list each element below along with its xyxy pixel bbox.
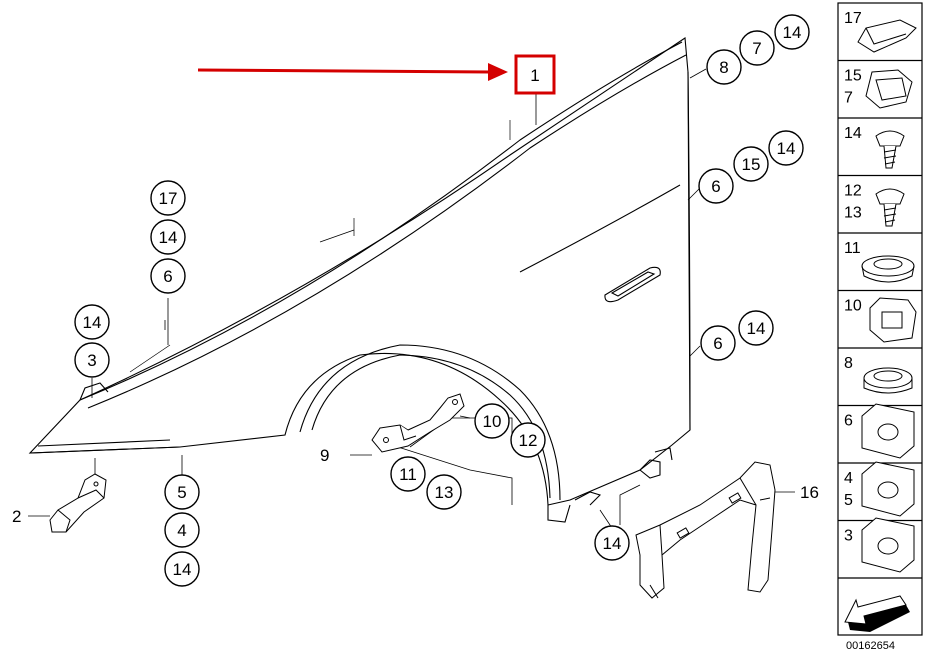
sidebar-cell-14[interactable]: 14: [838, 125, 922, 177]
svg-text:5: 5: [177, 483, 186, 502]
sidebar-cell-3[interactable]: 3: [838, 517, 922, 579]
sidebar-cell-11[interactable]: 11: [838, 240, 922, 292]
highlight-box-part-1[interactable]: 1: [514, 54, 556, 95]
front-fender-panel: [28, 37, 691, 523]
diagram-reference-number: 00162654: [846, 640, 895, 652]
callout-17[interactable]: 17: [150, 180, 186, 216]
sidebar-part-icon: [875, 130, 905, 169]
svg-text:14: 14: [83, 313, 102, 332]
sidebar-part-number: 4: [844, 470, 853, 487]
callout-8[interactable]: 8: [706, 49, 742, 85]
callout-4[interactable]: 4: [164, 512, 200, 548]
svg-text:6: 6: [713, 334, 722, 353]
callout-11[interactable]: 11: [390, 456, 426, 492]
callout-15[interactable]: 15: [733, 146, 769, 182]
svg-text:11: 11: [399, 465, 417, 484]
svg-text:14: 14: [173, 560, 192, 579]
callout-14-upper[interactable]: 14: [768, 130, 804, 166]
callout-7[interactable]: 7: [739, 30, 775, 66]
sidebar-part-icon: [875, 188, 905, 227]
highlight-arrow: [197, 63, 508, 81]
sidebar-part-icon: [869, 297, 917, 343]
callout-14-top[interactable]: 14: [774, 14, 810, 50]
svg-text:14: 14: [783, 23, 802, 42]
sidebar-part-number: 7: [844, 90, 853, 107]
sidebar-part-number: 6: [844, 413, 853, 430]
svg-text:15: 15: [742, 155, 761, 174]
sidebar-part-number: 13: [844, 205, 862, 222]
svg-text:4: 4: [177, 521, 186, 540]
callout-12[interactable]: 12: [510, 422, 546, 458]
svg-text:6: 6: [163, 267, 172, 286]
part-2-holder: [49, 473, 107, 533]
sidebar-part-number: 8: [844, 355, 853, 372]
svg-text:13: 13: [435, 483, 454, 502]
sidebar-part-number: 15: [844, 68, 862, 85]
callout-14-left-stack[interactable]: 14: [150, 219, 186, 255]
svg-text:10: 10: [483, 412, 502, 431]
sidebar-part-icon: [861, 255, 915, 283]
direction-arrow-icon: [844, 595, 910, 632]
callout-14-front[interactable]: 14: [74, 304, 110, 340]
svg-text:6: 6: [711, 177, 720, 196]
label-16[interactable]: 16: [800, 483, 819, 502]
part-9-bracket: [371, 393, 465, 453]
sidebar-part-icon: [861, 461, 915, 517]
callout-5[interactable]: 5: [164, 474, 200, 510]
sidebar-cell-4-5[interactable]: 45: [838, 461, 922, 522]
sidebar-part-number: 3: [844, 528, 853, 545]
callout-6-left[interactable]: 6: [150, 258, 186, 294]
callout-3[interactable]: 3: [74, 342, 110, 378]
svg-text:14: 14: [747, 319, 766, 338]
sidebar-cell-10[interactable]: 10: [838, 297, 922, 349]
leader-lines: [91, 68, 795, 529]
svg-text:12: 12: [519, 431, 538, 450]
label-2[interactable]: 2: [12, 507, 21, 526]
callout-13[interactable]: 13: [426, 474, 462, 510]
svg-text:17: 17: [159, 189, 178, 208]
svg-text:8: 8: [719, 58, 728, 77]
sidebar-part-icon: [865, 69, 913, 109]
svg-text:3: 3: [87, 351, 96, 370]
sidebar-part-number: 10: [844, 298, 862, 315]
sidebar-cell-15-7[interactable]: 157: [838, 68, 922, 119]
sidebar-part-icon: [863, 367, 913, 394]
sidebar-cell-8[interactable]: 8: [838, 355, 922, 407]
callout-14-lower-right[interactable]: 14: [738, 310, 774, 346]
sidebar-part-icon: [861, 517, 915, 573]
sidebar-part-number: 14: [844, 125, 862, 142]
callout-6-upper[interactable]: 6: [698, 168, 734, 204]
sidebar-part-number: 12: [844, 183, 862, 200]
fender-inner-details: [129, 120, 511, 373]
callout-6-lower[interactable]: 6: [700, 325, 736, 361]
svg-text:14: 14: [603, 534, 622, 553]
svg-text:14: 14: [159, 228, 178, 247]
sidebar-part-number: 5: [844, 492, 853, 509]
sidebar-part-number: 17: [844, 10, 862, 27]
sidebar-cell-17[interactable]: 17: [838, 10, 922, 62]
label-9[interactable]: 9: [320, 446, 329, 465]
svg-text:7: 7: [752, 39, 761, 58]
svg-text:14: 14: [777, 139, 796, 158]
sidebar-part-number: 11: [844, 240, 861, 257]
sidebar-part-icon: [861, 403, 915, 459]
callout-14-bottom[interactable]: 14: [594, 525, 630, 561]
highlight-label: 1: [530, 66, 539, 85]
part-16-support: [635, 461, 776, 599]
sidebar-cell-6[interactable]: 6: [838, 403, 922, 464]
callout-14-bottom-left[interactable]: 14: [164, 551, 200, 587]
sidebar-part-icon: [857, 19, 917, 53]
callout-10[interactable]: 10: [474, 403, 510, 439]
